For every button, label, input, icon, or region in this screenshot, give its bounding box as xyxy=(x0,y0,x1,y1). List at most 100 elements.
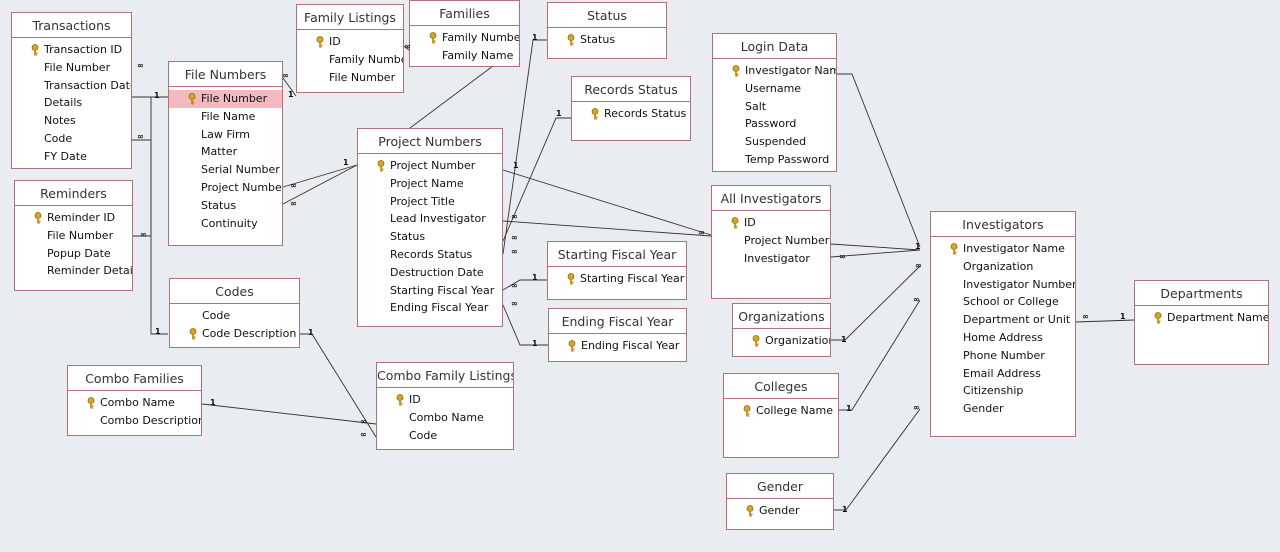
field-code[interactable]: Code xyxy=(377,427,513,445)
field-records-status[interactable]: Records Status xyxy=(358,246,502,264)
field-college-name[interactable]: College Name xyxy=(724,402,838,420)
field-name: File Number xyxy=(47,228,114,242)
field-file-name[interactable]: File Name xyxy=(169,108,282,126)
field-ending-fiscal-year[interactable]: Ending Fiscal Year xyxy=(358,299,502,317)
field-salt[interactable]: Salt xyxy=(713,98,836,116)
relationship-line xyxy=(1075,319,1135,323)
field-investigator-name[interactable]: Investigator Name xyxy=(931,240,1075,258)
field-combo-description[interactable]: Combo Description xyxy=(68,412,201,430)
field-code[interactable]: Code xyxy=(12,130,131,148)
field-combo-name[interactable]: Combo Name xyxy=(68,394,201,412)
field-name: Suspended xyxy=(745,135,807,149)
relationship-line xyxy=(201,403,377,425)
field-file-number[interactable]: File Number xyxy=(297,69,403,87)
field-status[interactable]: Status xyxy=(548,31,666,49)
field-lead-investigator[interactable]: Lead Investigator xyxy=(358,210,502,228)
field-status[interactable]: Status xyxy=(169,197,282,215)
field-reminder-id[interactable]: Reminder ID xyxy=(15,209,132,227)
field-project-number[interactable]: Project Number xyxy=(358,157,502,175)
field-popup-date[interactable]: Popup Date xyxy=(15,245,132,263)
field-school-or-college[interactable]: School or College xyxy=(931,293,1075,311)
field-home-address[interactable]: Home Address xyxy=(931,329,1075,347)
field-ending-fiscal-year[interactable]: Ending Fiscal Year xyxy=(549,337,686,355)
field-project-number[interactable]: Project Number xyxy=(712,232,830,250)
field-project-number[interactable]: Project Number xyxy=(169,179,282,197)
field-password[interactable]: Password xyxy=(713,115,836,133)
field-email-address[interactable]: Email Address xyxy=(931,365,1075,383)
field-id[interactable]: ID xyxy=(377,391,513,409)
field-username[interactable]: Username xyxy=(713,80,836,98)
field-status[interactable]: Status xyxy=(358,228,502,246)
field-temp-password[interactable]: Temp Password xyxy=(713,151,836,169)
field-combo-name[interactable]: Combo Name xyxy=(377,409,513,427)
field-family-number[interactable]: Family Number xyxy=(410,29,519,47)
field-reminder-details[interactable]: Reminder Details xyxy=(15,262,132,280)
field-gender[interactable]: Gender xyxy=(931,400,1075,418)
field-file-number[interactable]: File Number xyxy=(169,90,282,108)
field-serial-number[interactable]: Serial Number xyxy=(169,161,282,179)
field-department-name[interactable]: Department Name xyxy=(1135,309,1268,327)
field-phone-number[interactable]: Phone Number xyxy=(931,347,1075,365)
field-department-or-unit[interactable]: Department or Unit xyxy=(931,311,1075,329)
field-family-name[interactable]: Family Name xyxy=(410,47,519,65)
field-notes[interactable]: Notes xyxy=(12,112,131,130)
field-records-status[interactable]: Records Status xyxy=(572,105,690,123)
field-details[interactable]: Details xyxy=(12,94,131,112)
cardinality-one-marker: 1 xyxy=(154,91,160,100)
field-transaction-date[interactable]: Transaction Date xyxy=(12,77,131,95)
field-citizenship[interactable]: Citizenship xyxy=(931,382,1075,400)
field-transaction-id[interactable]: Transaction ID xyxy=(12,41,131,59)
field-organization[interactable]: Organization xyxy=(931,258,1075,276)
field-id[interactable]: ID xyxy=(712,214,830,232)
field-starting-fiscal-year[interactable]: Starting Fiscal Year xyxy=(548,270,686,288)
field-investigator[interactable]: Investigator xyxy=(712,250,830,268)
field-investigator-name[interactable]: Investigator Name xyxy=(713,62,836,80)
field-gender[interactable]: Gender xyxy=(727,502,833,520)
field-code[interactable]: Code xyxy=(170,307,299,325)
relationship-line xyxy=(831,265,921,341)
field-investigator-number[interactable]: Investigator Number xyxy=(931,276,1075,294)
field-organization[interactable]: Organization xyxy=(733,332,830,350)
field-code-description[interactable]: Code Description xyxy=(170,325,299,343)
field-suspended[interactable]: Suspended xyxy=(713,133,836,151)
field-destruction-date[interactable]: Destruction Date xyxy=(358,264,502,282)
field-continuity[interactable]: Continuity xyxy=(169,215,282,233)
relationship-line xyxy=(300,333,377,438)
field-name: Project Number xyxy=(201,180,283,194)
primary-key-icon xyxy=(33,212,43,224)
field-project-title[interactable]: Project Title xyxy=(358,193,502,211)
field-matter[interactable]: Matter xyxy=(169,143,282,161)
field-file-number[interactable]: File Number xyxy=(12,59,131,77)
field-starting-fiscal-year[interactable]: Starting Fiscal Year xyxy=(358,282,502,300)
field-fy-date[interactable]: FY Date xyxy=(12,148,131,166)
field-file-number[interactable]: File Number xyxy=(15,227,132,245)
field-law-firm[interactable]: Law Firm xyxy=(169,126,282,144)
cardinality-many-marker: ∞ xyxy=(282,71,289,80)
field-id[interactable]: ID xyxy=(297,33,403,51)
field-family-number[interactable]: Family Number xyxy=(297,51,403,69)
field-project-name[interactable]: Project Name xyxy=(358,175,502,193)
table-title: Status xyxy=(548,5,666,28)
